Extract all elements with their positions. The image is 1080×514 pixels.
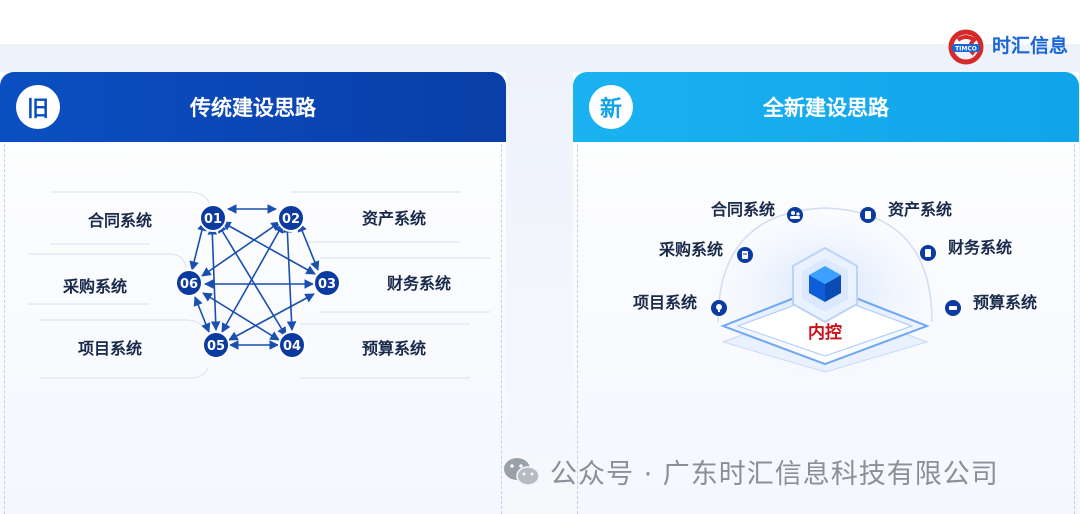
card-header: 旧 传统建设思路 bbox=[0, 72, 506, 142]
hub-diagram: 内控 合同 bbox=[633, 200, 1037, 382]
svg-text:04: 04 bbox=[283, 339, 301, 354]
lightbulb-icon bbox=[711, 300, 727, 316]
label-asset: 资产系统 bbox=[888, 200, 952, 219]
watermark-text: 公众号 · 广东时汇信息科技有限公司 bbox=[550, 459, 999, 490]
svg-text:06: 06 bbox=[180, 277, 198, 292]
label-project: 项目系统 bbox=[78, 339, 142, 358]
label-contract: 合同系统 bbox=[711, 200, 775, 219]
node-04: 04 bbox=[278, 331, 306, 359]
logo-mark: TIMCO bbox=[955, 46, 977, 53]
node-01: 01 bbox=[199, 204, 227, 232]
watermark: 公众号 · 广东时汇信息科技有限公司 bbox=[502, 452, 999, 491]
card-title: 传统建设思路 bbox=[190, 96, 316, 120]
clipboard-icon bbox=[860, 207, 876, 223]
new-approach-card: 新 全新建设思路 内控 bbox=[573, 72, 1079, 514]
cube-icon bbox=[809, 266, 841, 302]
logo-text: 时汇信息 bbox=[992, 35, 1069, 57]
label-procurement: 采购系统 bbox=[658, 240, 723, 259]
document-icon bbox=[737, 247, 753, 263]
node-02: 02 bbox=[277, 204, 305, 232]
svg-text:01: 01 bbox=[204, 212, 222, 227]
mesh-diagram: 01 02 03 04 05 06 合同系统 资产系统 财务系统 预算系统 项目 bbox=[28, 191, 490, 379]
connections bbox=[189, 204, 320, 350]
label-budget: 预算系统 bbox=[362, 339, 426, 358]
internal-control-label: 内控 bbox=[808, 322, 842, 343]
card-body bbox=[577, 144, 1075, 514]
card-header: 新 全新建设思路 bbox=[573, 72, 1079, 142]
node-05: 05 bbox=[202, 331, 230, 359]
old-badge: 旧 bbox=[16, 85, 60, 129]
label-procurement: 采购系统 bbox=[62, 277, 127, 296]
node-06: 06 bbox=[175, 269, 203, 297]
card-body bbox=[4, 144, 502, 514]
label-asset: 资产系统 bbox=[362, 209, 426, 228]
svg-text:03: 03 bbox=[318, 277, 336, 292]
label-contract: 合同系统 bbox=[88, 211, 152, 230]
svg-text:05: 05 bbox=[207, 339, 225, 354]
card-title: 全新建设思路 bbox=[763, 96, 889, 120]
brand-logo: TIMCO bbox=[948, 29, 984, 65]
calculator-icon bbox=[920, 245, 936, 261]
node-03: 03 bbox=[313, 269, 341, 297]
new-badge: 新 bbox=[589, 85, 633, 129]
wechat-icon bbox=[504, 457, 540, 486]
chart-icon bbox=[945, 300, 961, 316]
svg-text:02: 02 bbox=[282, 212, 300, 227]
label-finance: 财务系统 bbox=[386, 274, 451, 293]
people-icon bbox=[787, 207, 803, 223]
traditional-approach-card: 旧 传统建设思路 bbox=[0, 72, 506, 514]
label-budget: 预算系统 bbox=[973, 293, 1037, 312]
label-finance: 财务系统 bbox=[947, 238, 1012, 257]
label-project: 项目系统 bbox=[633, 293, 697, 312]
